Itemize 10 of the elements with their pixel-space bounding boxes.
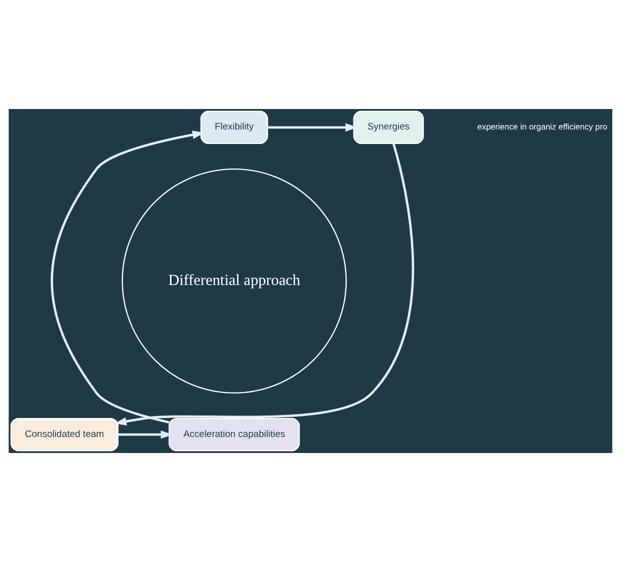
node-box: Flexibility: [200, 110, 268, 144]
node-box: Consolidated team: [10, 418, 118, 452]
node-box: Synergies: [353, 110, 424, 144]
node-box: Acceleration capabilities: [168, 418, 300, 452]
arrow: [50, 130, 204, 424]
arrow: [118, 430, 173, 439]
node-circle: Differential approach: [122, 168, 347, 394]
arrow: [114, 143, 414, 426]
label: experience in organiz efficiency pro: [477, 122, 608, 132]
arrow: [268, 123, 358, 132]
